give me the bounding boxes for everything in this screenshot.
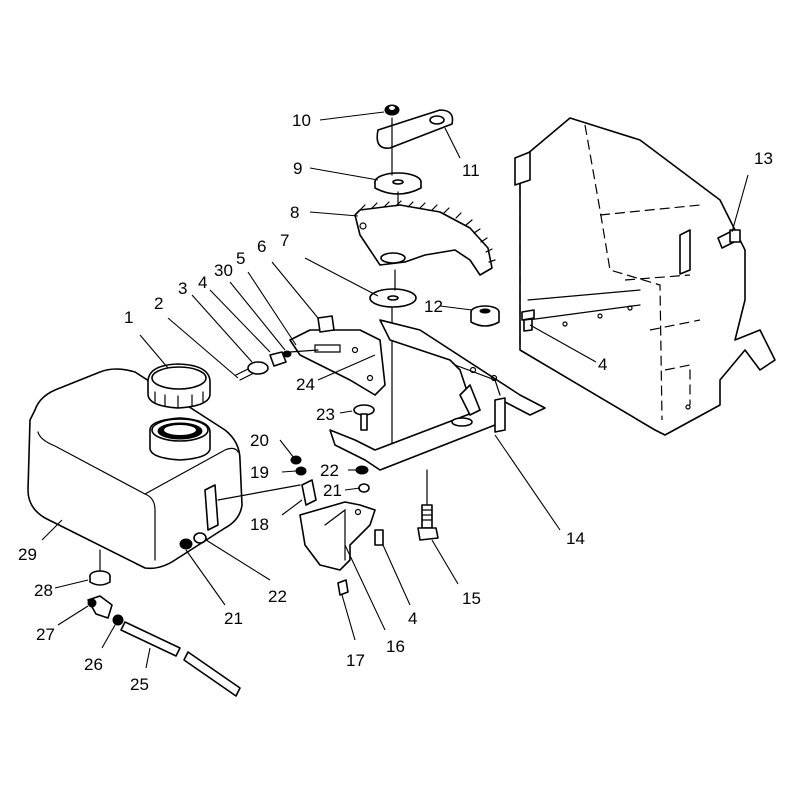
callout-label: 14 <box>566 529 585 548</box>
callout-label: 28 <box>34 581 53 600</box>
callout-label: 18 <box>250 515 269 534</box>
callout-label: 4 <box>198 273 207 292</box>
washer-22-lower <box>193 532 207 544</box>
fuel-hose-25 <box>120 621 241 697</box>
bushing-12 <box>470 305 500 327</box>
callout-label: 15 <box>462 589 481 608</box>
callout-label: 10 <box>292 111 311 130</box>
callout-label: 26 <box>84 655 103 674</box>
bolt-15 <box>417 504 439 541</box>
nut-21-lower <box>179 538 193 550</box>
callout-label: 29 <box>18 545 37 564</box>
callout-label: 4 <box>408 609 417 628</box>
callout-label: 22 <box>268 587 287 606</box>
callout-label: 27 <box>36 625 55 644</box>
bolt-13 <box>717 229 741 249</box>
callout-label: 20 <box>250 431 269 450</box>
callout-label: 21 <box>323 481 342 500</box>
fender-panel <box>514 117 776 436</box>
callout-label: 16 <box>386 637 405 656</box>
callout-label: 30 <box>214 261 233 280</box>
callout-label: 23 <box>316 405 335 424</box>
washer-22-upper <box>355 465 369 475</box>
callout-label: 2 <box>154 294 163 313</box>
callout-label: 12 <box>424 297 443 316</box>
callout-labels: 1 2 3 4 30 5 6 7 8 9 10 11 12 13 4 14 15… <box>18 111 773 694</box>
washer-7 <box>369 288 417 308</box>
leader-lines <box>41 111 749 669</box>
fitting-27 <box>87 595 113 619</box>
grommet-28 <box>89 570 111 586</box>
callout-label: 7 <box>280 231 289 250</box>
callout-label: 1 <box>124 308 133 327</box>
callout-label: 5 <box>236 249 245 268</box>
carriage-bolt-4-upper <box>521 309 535 332</box>
callout-label: 24 <box>296 375 315 394</box>
clip-18 <box>301 479 317 506</box>
callout-label: 25 <box>130 675 149 694</box>
nut-21-upper <box>358 483 370 493</box>
callout-label: 19 <box>250 463 269 482</box>
callout-label: 4 <box>598 355 607 374</box>
callout-label: 6 <box>257 237 266 256</box>
tank-bracket-16 <box>299 501 376 571</box>
steering-bracket-14 <box>329 319 546 471</box>
nut-10 <box>384 104 400 116</box>
callout-label: 22 <box>320 461 339 480</box>
callout-label: 13 <box>754 149 773 168</box>
callout-label: 8 <box>290 203 299 222</box>
fuel-cap-1 <box>147 363 211 409</box>
callout-label: 11 <box>462 161 480 180</box>
fitting-17 <box>337 579 349 596</box>
nut-20 <box>290 455 302 465</box>
sector-gear-8 <box>354 200 496 276</box>
callout-label: 17 <box>346 651 365 670</box>
fuel-tank-29 <box>27 368 301 570</box>
screw-4-lower <box>374 529 384 546</box>
steering-arm-11 <box>376 109 454 149</box>
callout-label: 9 <box>293 159 302 178</box>
callout-label: 21 <box>224 609 243 628</box>
clamp-26 <box>112 614 124 626</box>
callout-label: 3 <box>178 279 187 298</box>
washer-9 <box>374 172 422 195</box>
carriage-bolt-23 <box>353 404 375 431</box>
plate-6 <box>289 315 386 396</box>
nut-19 <box>295 466 307 476</box>
linkage-hardware <box>235 349 319 381</box>
